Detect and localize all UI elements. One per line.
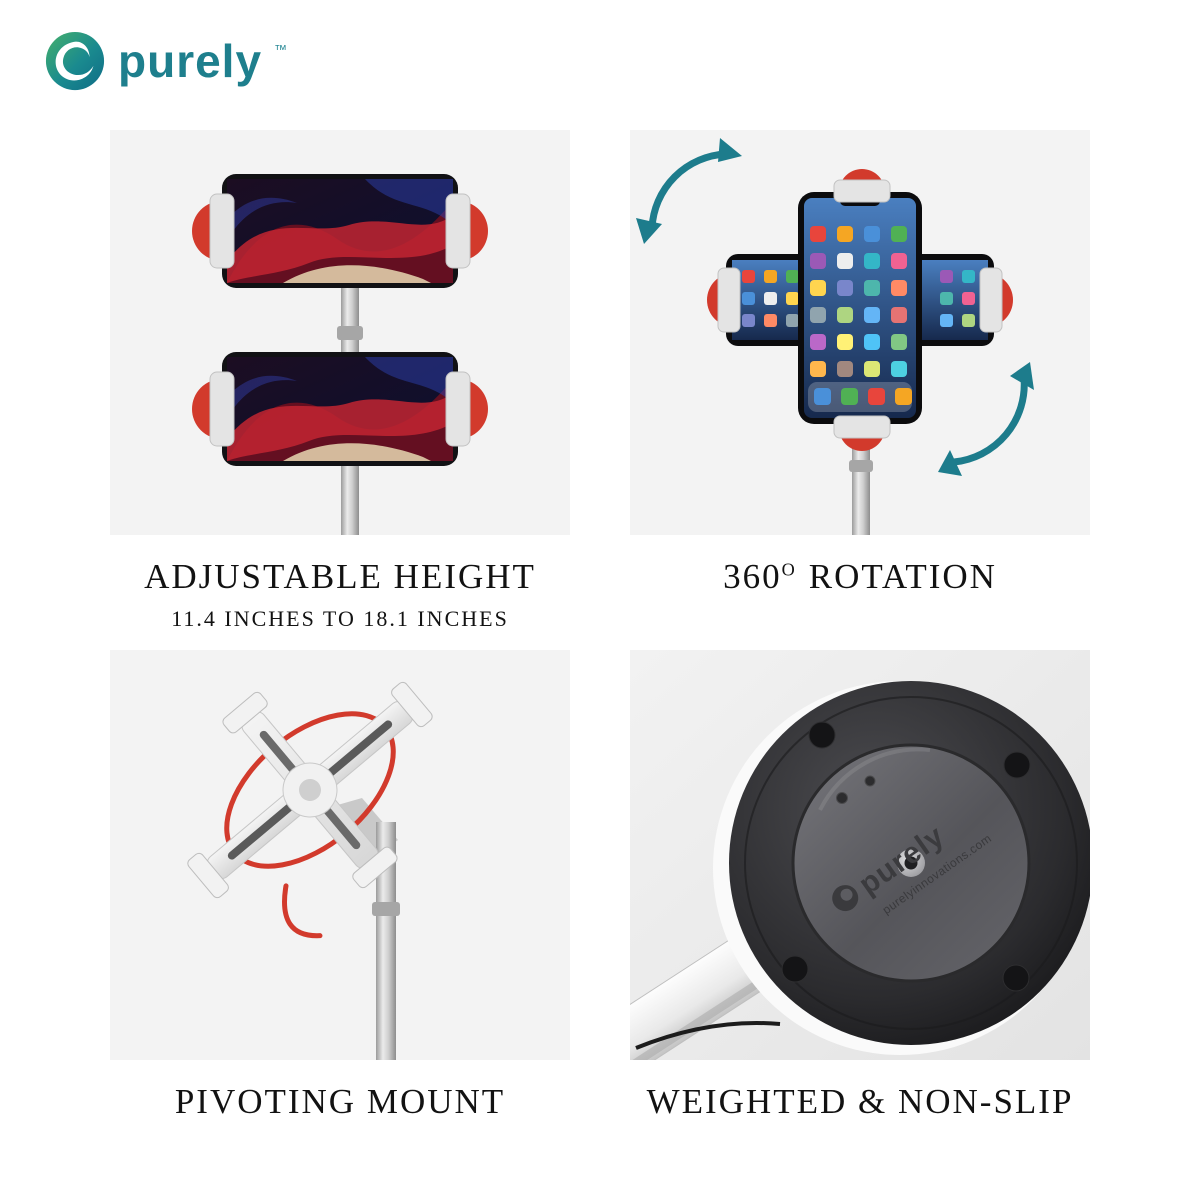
tablet-mount: [187, 681, 433, 939]
rotation-arrow-top-left: [636, 138, 742, 244]
feature-rotation: 360O ROTATION: [630, 130, 1090, 650]
brand-header: purely ™: [44, 30, 287, 92]
adjustable-height-photo: [110, 130, 570, 535]
rotation-value: 360: [723, 557, 782, 596]
pivoting-mount-illustration: [110, 650, 570, 1060]
adjustable-height-illustration: [110, 130, 570, 535]
phone-portrait: [798, 179, 922, 439]
feature-title-pivoting-mount: PIVOTING MOUNT: [174, 1082, 506, 1121]
purely-logo-icon: [45, 31, 105, 91]
phone-position-low: [192, 352, 488, 466]
feature-title-adjustable-height: ADJUSTABLE HEIGHT: [144, 557, 536, 596]
feature-title-rotation: 360O ROTATION: [723, 557, 997, 597]
rotation-illustration: [630, 130, 1090, 535]
weighted-base-photo: purely purelyinnovations.com: [630, 650, 1090, 1060]
feature-grid: ADJUSTABLE HEIGHT 11.4 INCHES TO 18.1 IN…: [110, 130, 1090, 1122]
feature-subtitle-adjustable-height: 11.4 INCHES TO 18.1 INCHES: [171, 606, 509, 631]
feature-adjustable-height: ADJUSTABLE HEIGHT 11.4 INCHES TO 18.1 IN…: [110, 130, 570, 650]
rotation-arrow-bottom-right: [938, 362, 1034, 476]
weighted-base-illustration: purely purelyinnovations.com: [630, 650, 1090, 1060]
feature-title-weighted: WEIGHTED & NON-SLIP: [646, 1082, 1074, 1121]
non-slip-feet: [781, 721, 1031, 992]
screws: [836, 775, 925, 877]
feature-weighted-base: purely purelyinnovations.com WEIGHTED & …: [630, 650, 1090, 1122]
rotation-photo: [630, 130, 1090, 535]
stand-pole: [372, 822, 400, 1060]
feature-pivoting-mount: PIVOTING MOUNT: [110, 650, 570, 1122]
rotation-degree-symbol: O: [781, 559, 795, 580]
brand-name: purely: [118, 35, 263, 87]
pivoting-mount-photo: [110, 650, 570, 1060]
brand-trademark: ™: [274, 42, 288, 57]
rotation-label: ROTATION: [808, 557, 997, 596]
phone-position-high: [192, 174, 488, 288]
power-cable: [635, 1021, 781, 1050]
